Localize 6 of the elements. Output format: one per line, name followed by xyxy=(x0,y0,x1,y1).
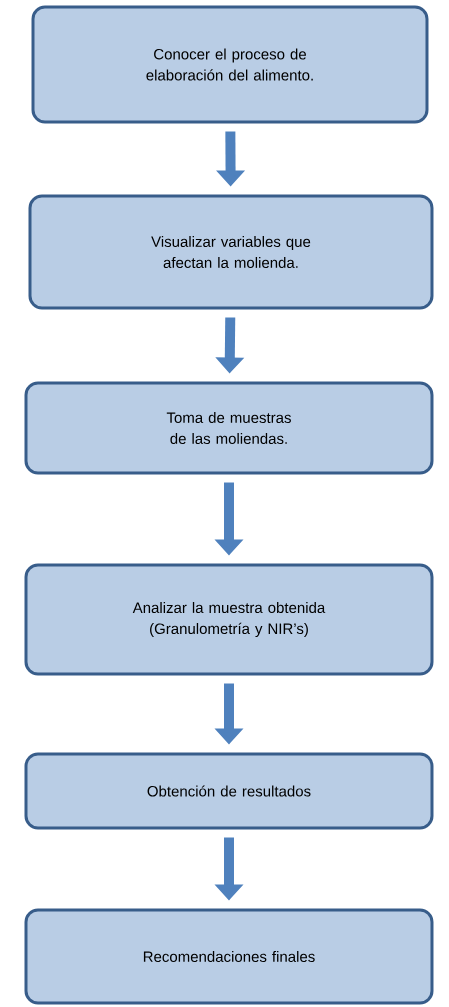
process-box: Toma de muestras de las moliendas. xyxy=(24,381,434,475)
process-box: Analizar la muestra obtenida (Granulometría y NIR’s) xyxy=(24,563,434,676)
process-box: Conocer el proceso de elaboración del alimento. xyxy=(31,5,429,124)
process-box: Visualizar variables que afectan la molienda. xyxy=(28,194,434,310)
process-box: Obtención de resultados xyxy=(24,752,434,830)
process-box: Recomendaciones finales xyxy=(24,908,434,1005)
